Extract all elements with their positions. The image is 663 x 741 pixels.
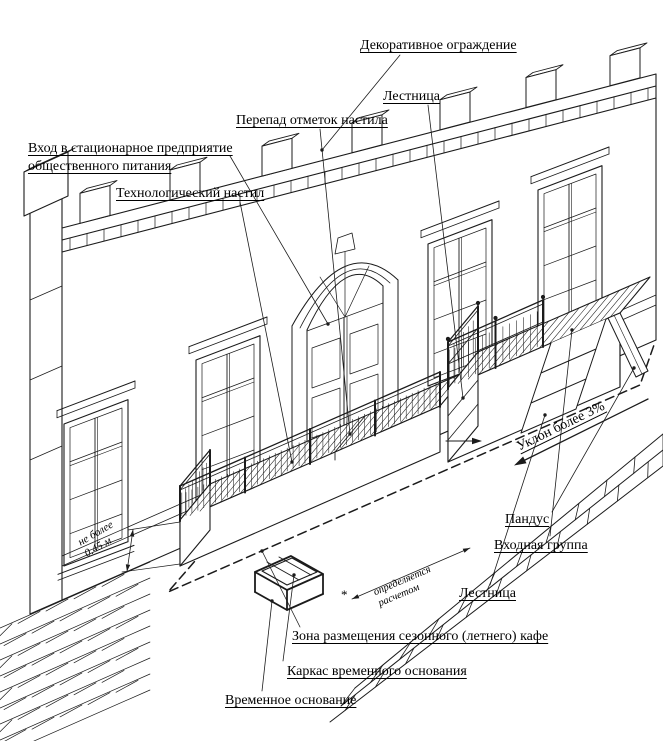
- label-stairs-top: Лестница: [383, 89, 440, 104]
- label-ramp: Пандус: [505, 512, 550, 527]
- entrance-door: [291, 232, 399, 453]
- slope-arrow: [514, 398, 649, 466]
- deck-railing: [179, 371, 441, 522]
- label-frame: Каркас временного основания: [287, 664, 467, 679]
- parapet-blocks: [79, 42, 648, 224]
- foundation-frame-detail: [254, 555, 324, 611]
- label-zone: Зона размещения сезонного (летнего) кафе: [292, 629, 549, 644]
- direction-arrow: [445, 437, 482, 445]
- label-entrance-line2: общественного питания: [28, 158, 172, 174]
- cafe-zone-boundary: [167, 344, 655, 593]
- building-facade: [23, 42, 657, 615]
- leader-lines: [229, 54, 636, 692]
- sidewalk: [329, 433, 663, 723]
- calc-dimension: [351, 547, 471, 600]
- label-decorative-fence: Декоративное ограждение: [360, 38, 517, 53]
- label-deck-level-change: Перепад отметок настила: [236, 113, 388, 128]
- calc-star-mark: *: [341, 587, 348, 602]
- label-entrance-group: Входная группа: [494, 538, 588, 553]
- height-dimension: [121, 521, 181, 573]
- terrace-decorative-railing: [445, 294, 546, 390]
- label-stairs-bottom: Лестница: [459, 586, 516, 601]
- label-entrance: Вход в стационарное предприятие обществе…: [28, 140, 233, 175]
- deck-platform: [179, 369, 471, 567]
- label-entrance-line1: Вход в стационарное предприятие: [28, 141, 233, 156]
- cobblestone-paving: [0, 561, 151, 741]
- front-stairs: [520, 318, 607, 434]
- label-temporary-base: Временное основание: [225, 693, 357, 708]
- ramp: [607, 312, 649, 378]
- label-tech-deck: Технологический настил: [116, 186, 265, 201]
